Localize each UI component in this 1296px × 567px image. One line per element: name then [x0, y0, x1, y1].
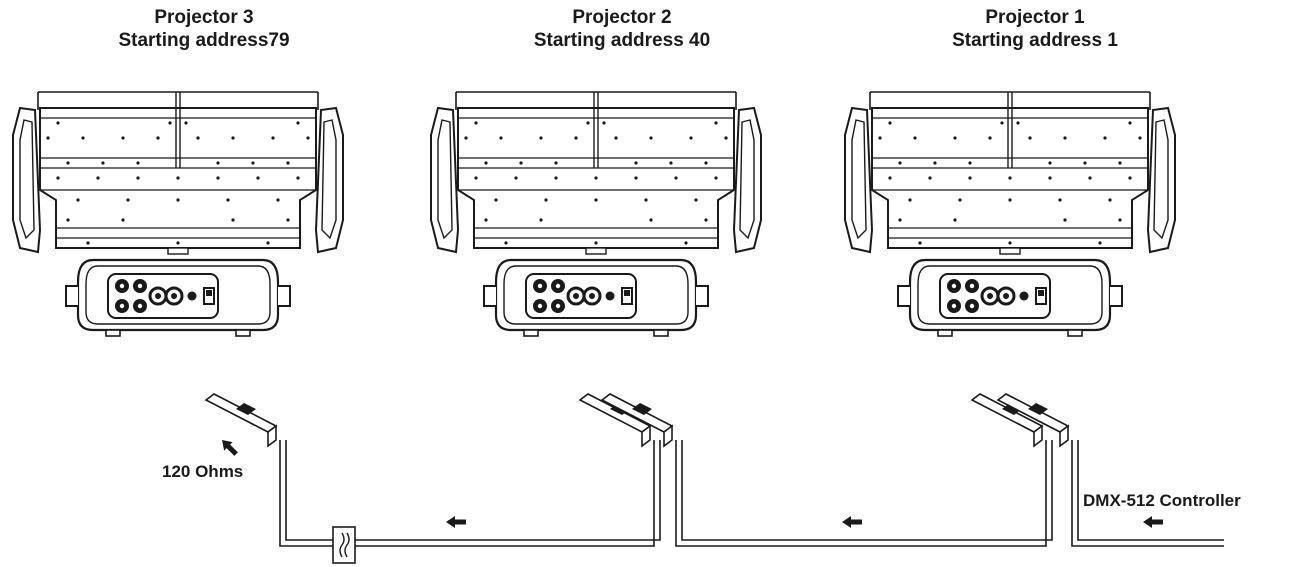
projector-2-fixture	[429, 90, 763, 338]
dmx-cable	[279, 440, 1224, 547]
projector-1-name: Projector 1	[985, 7, 1085, 28]
xlr-connector-icon	[205, 393, 277, 447]
projector-3-name: Projector 3	[154, 7, 254, 28]
projector-2-address: Starting address 40	[533, 30, 711, 51]
arrow-left-icon	[1143, 516, 1163, 528]
terminator-label: 120 Ohms	[162, 462, 244, 481]
controller-label: DMX-512 Controller	[1083, 491, 1241, 510]
terminator-icon	[332, 526, 356, 564]
projector-1-address: Starting address 1	[952, 30, 1118, 51]
xlr-connector-icon	[997, 393, 1069, 447]
projector-1-fixture	[843, 90, 1177, 338]
projector-2-title: Projector 2 Starting address 40	[472, 6, 772, 52]
arrow-left-icon	[842, 516, 862, 528]
projector-2-name: Projector 2	[572, 7, 672, 28]
projector-3-address: Starting address79	[118, 30, 290, 51]
arrow-left-icon	[446, 516, 466, 528]
projector-3-fixture	[11, 90, 345, 338]
arrow-up-left-icon	[222, 440, 238, 456]
projector-3-title: Projector 3 Starting address79	[54, 6, 354, 52]
projector-1-title: Projector 1 Starting address 1	[885, 6, 1185, 52]
